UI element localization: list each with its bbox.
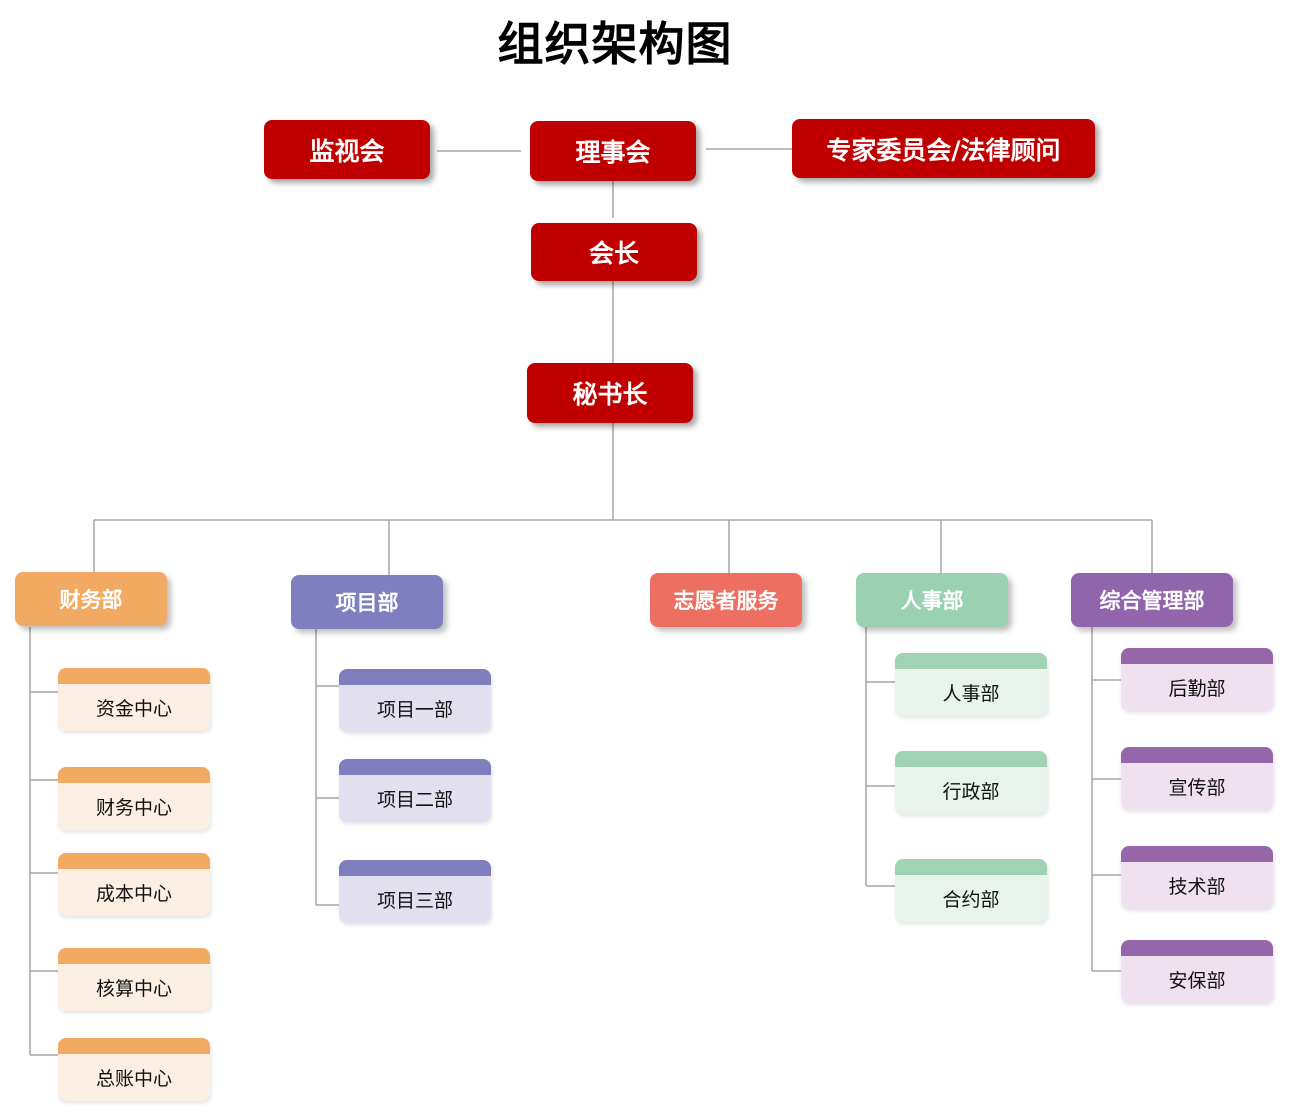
expert-committee-box: 专家委员会/法律顾问 bbox=[792, 119, 1095, 178]
sub-unit-box: 人事部 bbox=[895, 653, 1047, 716]
dept-finance-label: 财务部 bbox=[59, 588, 123, 612]
sub-unit-label: 总账中心 bbox=[95, 1068, 172, 1090]
supervisory-board-box: 监视会 bbox=[264, 120, 430, 179]
dept-admin-box: 综合管理部 bbox=[1071, 573, 1233, 627]
sub-unit-box: 合约部 bbox=[895, 859, 1047, 922]
sub-unit-label: 宣传部 bbox=[1168, 777, 1226, 799]
sub-unit-label: 项目二部 bbox=[376, 789, 453, 811]
sub-unit-box: 行政部 bbox=[895, 751, 1047, 814]
sub-unit-label: 人事部 bbox=[942, 683, 1000, 705]
sub-unit-label: 项目三部 bbox=[376, 890, 453, 912]
sub-unit-label: 成本中心 bbox=[95, 883, 172, 905]
dept-project-label: 项目部 bbox=[335, 591, 399, 615]
chart-title: 组织架构图 bbox=[497, 17, 733, 71]
sub-unit-box: 成本中心 bbox=[58, 853, 210, 916]
president-box: 会长 bbox=[531, 223, 697, 281]
dept-hr-box: 人事部 bbox=[856, 573, 1008, 627]
sub-unit-label: 后勤部 bbox=[1168, 678, 1226, 700]
sub-unit-box: 技术部 bbox=[1121, 846, 1273, 909]
supervisory-board-label: 监视会 bbox=[309, 136, 385, 166]
sub-unit-box: 财务中心 bbox=[58, 767, 210, 830]
sub-unit-box: 项目二部 bbox=[339, 759, 491, 822]
sub-unit-label: 项目一部 bbox=[376, 699, 453, 721]
sub-unit-label: 技术部 bbox=[1168, 876, 1226, 898]
dept-finance-box: 财务部 bbox=[15, 572, 167, 626]
sub-unit-box: 宣传部 bbox=[1121, 747, 1273, 810]
council-label: 理事会 bbox=[575, 138, 651, 167]
dept-project-box: 项目部 bbox=[291, 575, 443, 629]
sub-unit-box: 后勤部 bbox=[1121, 648, 1273, 711]
secretary-general-label: 秘书长 bbox=[572, 380, 648, 409]
sub-unit-label: 核算中心 bbox=[95, 978, 172, 1000]
dept-hr-label: 人事部 bbox=[900, 589, 964, 613]
sub-unit-label: 财务中心 bbox=[95, 797, 172, 819]
sub-unit-label: 资金中心 bbox=[95, 698, 172, 720]
council-box: 理事会 bbox=[530, 121, 696, 181]
sub-unit-label: 行政部 bbox=[942, 781, 1000, 803]
dept-volunteer-label: 志愿者服务 bbox=[673, 589, 779, 613]
sub-unit-box: 安保部 bbox=[1121, 940, 1273, 1003]
sub-unit-box: 总账中心 bbox=[58, 1038, 210, 1101]
sub-unit-label: 合约部 bbox=[942, 889, 1000, 911]
sub-unit-box: 项目三部 bbox=[339, 860, 491, 923]
expert-committee-label: 专家委员会/法律顾问 bbox=[826, 135, 1061, 165]
secretary-general-box: 秘书长 bbox=[527, 363, 693, 423]
sub-unit-box: 核算中心 bbox=[58, 948, 210, 1011]
sub-unit-label: 安保部 bbox=[1168, 970, 1226, 992]
dept-admin-label: 综合管理部 bbox=[1099, 589, 1205, 613]
sub-unit-box: 项目一部 bbox=[339, 669, 491, 732]
president-label: 会长 bbox=[588, 239, 639, 268]
dept-volunteer-box: 志愿者服务 bbox=[650, 573, 802, 627]
sub-unit-box: 资金中心 bbox=[58, 668, 210, 731]
